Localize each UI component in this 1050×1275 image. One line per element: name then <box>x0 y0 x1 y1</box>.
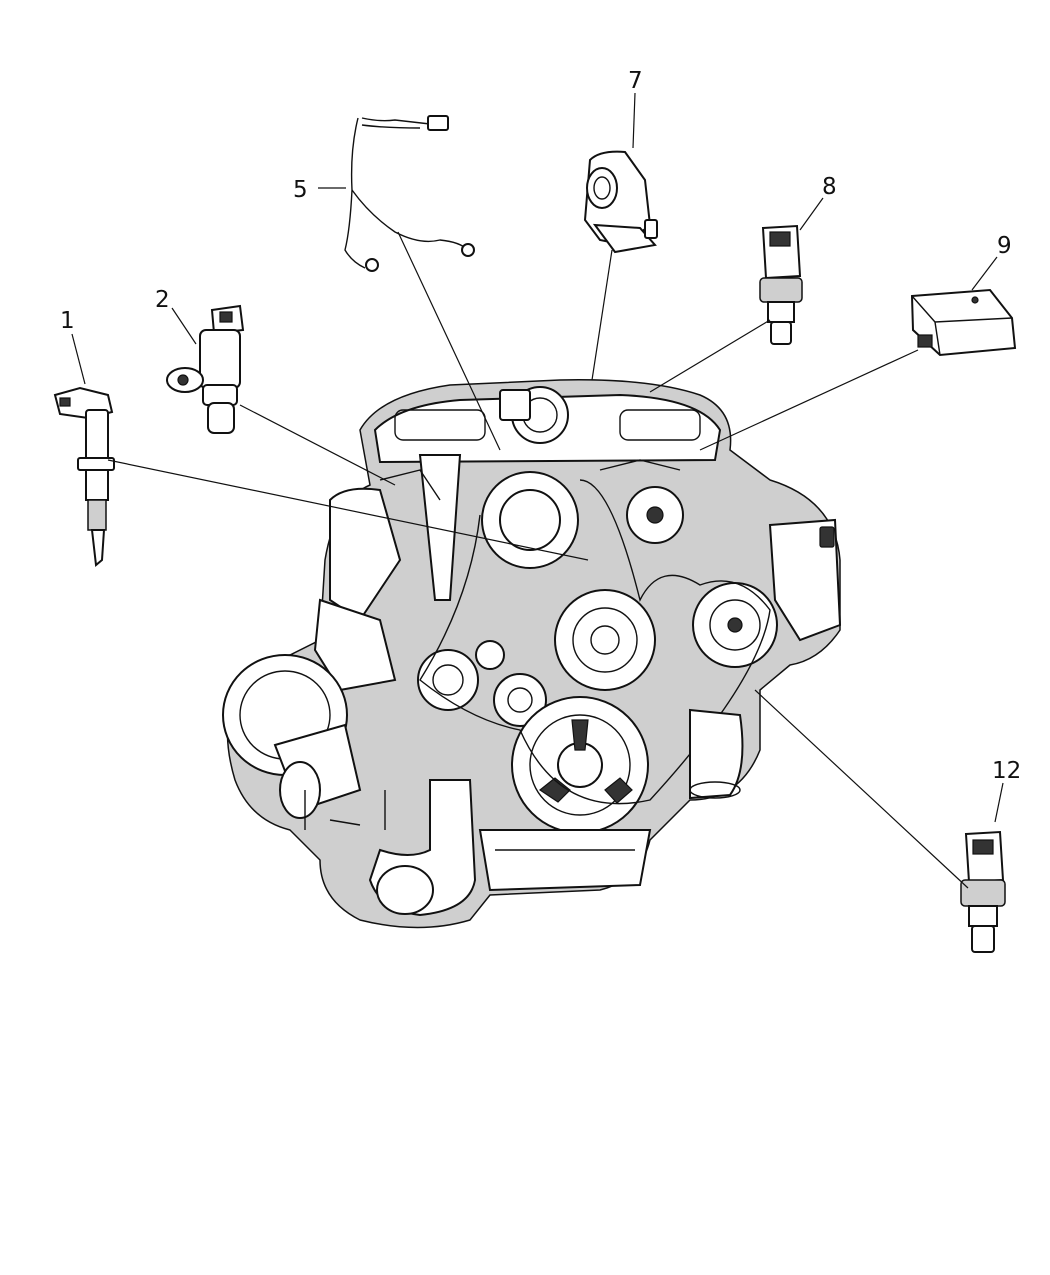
callout-labels: 1 2 5 7 8 9 12 <box>60 68 1021 784</box>
leader-lines <box>71 92 1004 889</box>
engine-assembly-icon <box>222 379 842 929</box>
callout-2: 2 <box>155 287 170 313</box>
callout-1: 1 <box>60 308 75 334</box>
temperature-sensor-icon <box>759 224 803 345</box>
callout-12: 12 <box>992 758 1021 784</box>
map-sensor-module-icon <box>910 288 1017 357</box>
callout-9: 9 <box>997 233 1012 259</box>
camshaft-position-sensor-icon <box>166 304 245 434</box>
pressure-sensor-icon <box>960 830 1006 953</box>
throttle-position-sensor-icon <box>583 150 658 254</box>
wiring-harness-sensor-icon <box>344 115 475 272</box>
callout-8: 8 <box>822 174 837 200</box>
ignition-coil-sensor-icon <box>53 386 115 567</box>
callout-7: 7 <box>628 68 643 94</box>
callout-5: 5 <box>293 177 308 203</box>
